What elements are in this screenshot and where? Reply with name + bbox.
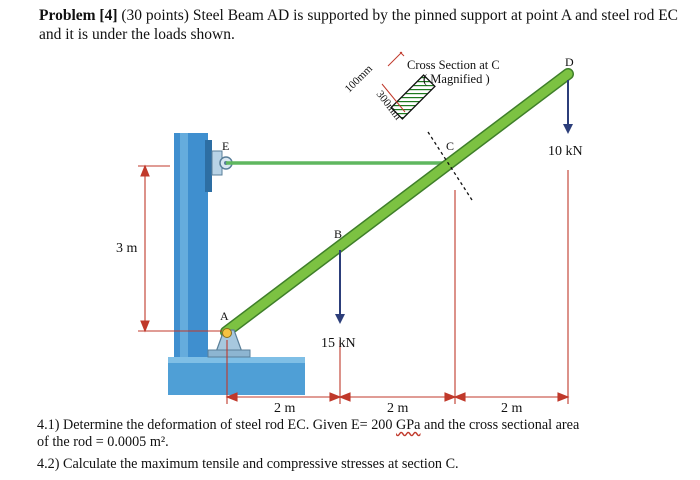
bracket-plate (205, 140, 212, 192)
label-b: B (334, 227, 342, 241)
dim-horizontal (225, 170, 570, 404)
question-2: 4.2) Calculate the maximum tensile and c… (37, 456, 692, 473)
dim-span3-label: 2 m (501, 401, 523, 416)
load-d-label: 10 kN (548, 144, 583, 159)
section-cut-line (427, 131, 473, 201)
dim-vertical (138, 164, 222, 333)
q1-pre: 4.1) Determine the deformation of steel … (37, 417, 397, 433)
beam-ad (221, 69, 573, 337)
cross-section-title: Cross Section at C (407, 58, 500, 72)
dim-vertical-label: 3 m (116, 241, 138, 256)
question-1: 4.1) Determine the deformation of steel … (37, 417, 692, 451)
ground-base-top (168, 357, 305, 363)
q1-post: and the cross sectional area (420, 417, 580, 433)
label-c: C (446, 139, 454, 153)
label-a: A (220, 309, 229, 323)
q2-text: 4.2) Calculate the maximum tensile and c… (37, 456, 459, 472)
problem-text: (30 points) Steel Beam AD is supported b… (39, 7, 679, 43)
problem-statement: Problem [4] (30 points) Steel Beam AD is… (39, 6, 679, 44)
q1-line2: of the rod = 0.0005 m². (37, 434, 169, 450)
ground-base (168, 357, 305, 395)
q1-unit: GPa (396, 417, 421, 433)
wall-column-highlight (180, 133, 188, 357)
dim-span1-label: 2 m (274, 401, 296, 416)
label-e: E (222, 139, 229, 153)
dim-span2-label: 2 m (387, 401, 409, 416)
dim-width-label: 100mm (343, 63, 376, 96)
label-d: D (565, 55, 574, 69)
pin-a (222, 328, 232, 338)
wall-column (174, 133, 208, 357)
cross-section-sub: ( Magnified ) (423, 72, 490, 86)
load-b-label: 15 kN (321, 336, 356, 351)
problem-number: Problem [4] (39, 7, 118, 24)
